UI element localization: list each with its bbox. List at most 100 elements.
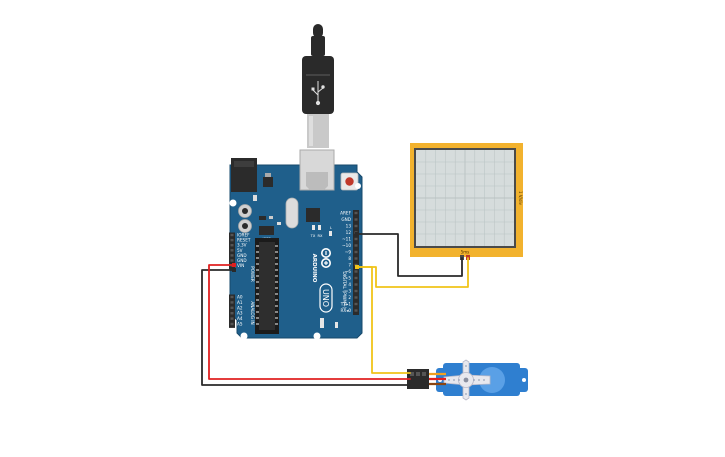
digital-pin-label: 13 <box>346 224 352 229</box>
oscilloscope-time-label: 5ms <box>461 250 470 255</box>
usb-cable[interactable] <box>302 24 334 148</box>
power-section-label: POWER <box>250 266 255 282</box>
oscilloscope-grid <box>416 150 514 246</box>
power-pin-label: IOREF <box>237 233 250 238</box>
digital-pin[interactable] <box>354 250 358 254</box>
usb-symbol-icon <box>311 81 325 106</box>
power-pin-label: 3.3V <box>237 243 247 248</box>
servo-horn-holes <box>448 365 485 395</box>
digital-pin-label: GND <box>341 217 351 222</box>
usb-cable-strain-relief <box>311 36 325 56</box>
usb-cable-tip <box>313 24 323 38</box>
power-pin[interactable] <box>230 259 234 262</box>
analog-section-label: ANALOG IN <box>250 301 255 324</box>
l-led-label: L <box>330 226 332 230</box>
power-pin[interactable] <box>230 249 234 252</box>
analog-pin[interactable] <box>230 317 234 320</box>
voltage-regulator <box>263 177 273 187</box>
analog-pin[interactable] <box>230 322 234 326</box>
digital-pin[interactable] <box>354 270 358 273</box>
digital-pin[interactable] <box>354 211 358 215</box>
digital-pin-label: ~11 <box>342 237 351 242</box>
status-leds: TX RX L <box>310 225 332 238</box>
mounting-hole <box>355 183 361 189</box>
servo-mount-hole <box>522 378 526 382</box>
power-pin-label: 5V <box>237 248 243 253</box>
power-pin[interactable] <box>230 254 234 257</box>
servo-gear-housing <box>479 367 505 393</box>
rx-led-label: RX <box>318 234 323 238</box>
digital-pin[interactable] <box>354 218 358 221</box>
wires <box>201 233 469 386</box>
analog-pin[interactable] <box>230 301 234 304</box>
digital-pin[interactable] <box>354 302 358 306</box>
digital-pin[interactable] <box>354 309 358 312</box>
digital-pin-label: 8 <box>348 256 351 261</box>
analog-pin-label: A1 <box>237 300 243 305</box>
digital-pin-label: AREF <box>340 211 351 216</box>
atmega-microcontroller <box>259 242 275 330</box>
usb-plug-metal-shade <box>309 116 313 146</box>
mounting-hole <box>229 199 237 207</box>
capacitor <box>238 219 252 233</box>
digital-pin[interactable] <box>354 276 358 280</box>
analog-pin-label: A0 <box>237 295 243 300</box>
analog-pin-label: A3 <box>237 311 243 316</box>
wire-signal-servo[interactable] <box>355 266 411 374</box>
power-pin-label: GND <box>237 253 247 258</box>
usb-interface-chip <box>306 208 320 222</box>
digital-pin-label: ~5 <box>345 276 352 281</box>
microcontroller-pins <box>256 245 278 325</box>
digital-pin-label: 4 <box>348 282 351 287</box>
digital-pin[interactable] <box>354 257 358 260</box>
mounting-hole <box>313 332 321 340</box>
uno-model-badge: UNO <box>319 283 333 313</box>
wire-ground-servo[interactable] <box>201 269 411 386</box>
digital-pin-label: ~10 <box>342 243 351 248</box>
digital-pin-label: 12 <box>346 230 352 235</box>
crystal-oscillator <box>285 197 299 229</box>
analog-pin-label: A2 <box>237 305 243 310</box>
mounting-hole <box>240 332 248 340</box>
digital-pin-label: ~9 <box>345 250 352 255</box>
arduino-logo-icon <box>321 248 331 268</box>
capacitor <box>238 204 252 218</box>
power-pin-label: GND <box>237 258 247 263</box>
uno-model-label: UNO <box>321 289 330 307</box>
servo-shaft-screw <box>463 377 469 383</box>
dc-power-jack-face <box>234 161 254 167</box>
digital-pin[interactable] <box>354 283 358 286</box>
wire-5v-servo[interactable] <box>208 264 411 380</box>
wire-ground-scope[interactable] <box>355 233 463 277</box>
wire-signal-scope[interactable] <box>355 257 469 288</box>
power-pin[interactable] <box>230 244 234 247</box>
micro-servo[interactable] <box>407 359 528 401</box>
digital-pin-label: 2 <box>348 295 351 300</box>
analog-pin[interactable] <box>230 295 234 299</box>
analog-pin[interactable] <box>230 306 234 309</box>
digital-pin-label: ~3 <box>345 289 352 294</box>
digital-pin-label: 7 <box>348 263 351 268</box>
digital-pin-label: TX▸1 <box>340 302 352 307</box>
digital-pin[interactable] <box>354 296 358 299</box>
analog-pin[interactable] <box>230 312 234 315</box>
digital-pin-label: ~6 <box>345 269 352 274</box>
power-pin[interactable] <box>230 238 234 242</box>
power-pin[interactable] <box>230 233 234 237</box>
oscilloscope[interactable]: 1 V/div 5ms <box>410 143 523 260</box>
arduino-uno-board[interactable]: ICSP TX RX L ARDUINO UNO <box>229 149 363 340</box>
digital-pin[interactable] <box>354 237 358 241</box>
oscilloscope-scale-label: 1 V/div <box>518 191 523 206</box>
digital-pin[interactable] <box>354 224 358 228</box>
reset-button[interactable] <box>340 172 359 191</box>
digital-pin[interactable] <box>354 244 358 247</box>
digital-pin[interactable] <box>354 289 358 293</box>
power-pin-label: VIN <box>237 263 244 268</box>
usb-plug-ridge <box>306 74 330 76</box>
wire-endpoints <box>232 232 359 272</box>
arduino-brand-label: ARDUINO <box>311 254 317 283</box>
power-pin-label: RESET <box>237 238 251 243</box>
digital-section-label: DIGITAL (PWM~) <box>341 271 347 309</box>
